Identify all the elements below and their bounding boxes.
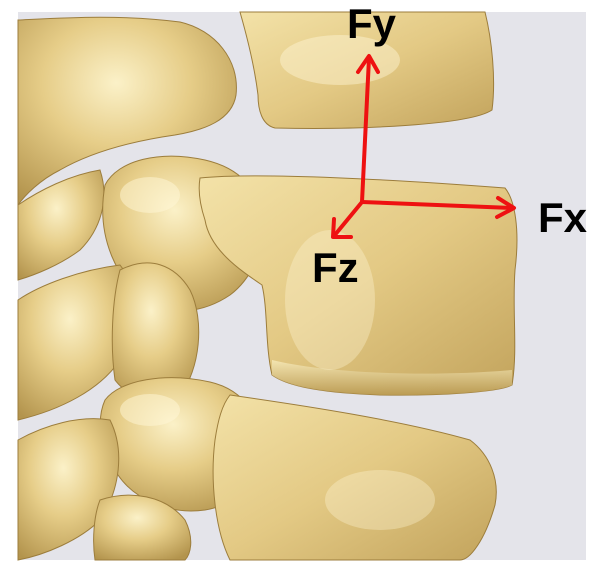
highlight-body-lower: [325, 470, 435, 530]
highlight-arch: [120, 177, 180, 213]
highlight-lower: [120, 394, 180, 426]
fx-label: Fx: [538, 194, 588, 241]
fy-label: Fy: [347, 0, 397, 47]
fz-label: Fz: [312, 244, 359, 291]
vertebrae-model: [18, 12, 517, 560]
